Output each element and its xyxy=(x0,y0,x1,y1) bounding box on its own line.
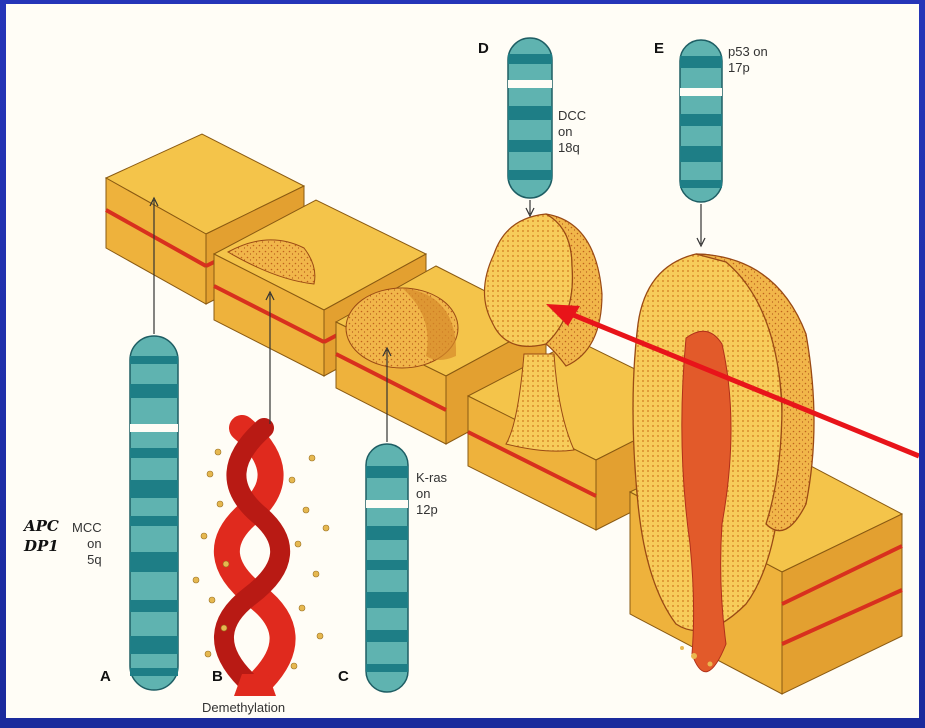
label-demethylation: Demethylation xyxy=(202,700,285,716)
marker-a: A xyxy=(100,668,111,685)
dna-helix-b xyxy=(224,428,283,696)
chromosome-c xyxy=(366,444,408,692)
label-p53-17p: p53 on 17p xyxy=(728,44,768,76)
marker-b: B xyxy=(212,668,223,685)
marker-c: C xyxy=(338,668,349,685)
apc-dp1-handwritten-label: APC DP1 xyxy=(24,516,59,556)
marker-e: E xyxy=(654,40,664,57)
label-dcc-18q: DCC on 18q xyxy=(558,108,586,156)
marker-d: D xyxy=(478,40,489,57)
chromosome-e xyxy=(680,40,722,202)
label-mcc-5q: MCC on 5q xyxy=(72,520,102,568)
tissue-block-carcinoma xyxy=(630,254,902,694)
illustration-panel: A B C D E APC DP1 MCC on 5q Demethylatio… xyxy=(6,4,919,718)
chromosome-a xyxy=(130,336,178,690)
colorectal-carcinogenesis-diagram xyxy=(6,4,919,718)
label-kras-12p: K-ras on 12p xyxy=(416,470,447,518)
chromosome-d xyxy=(508,38,552,198)
